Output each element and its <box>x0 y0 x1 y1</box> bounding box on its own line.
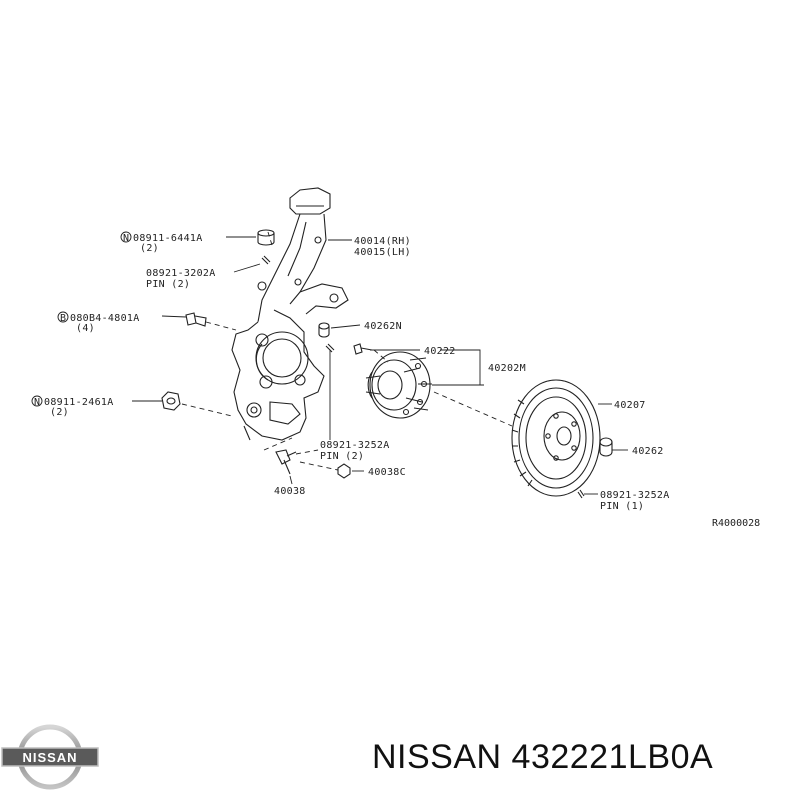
label-40207: 40207 <box>614 400 646 411</box>
svg-text:08921-3252A: 08921-3252A <box>600 490 670 501</box>
label-08921-3202A: 08921-3202A PIN (2) <box>146 268 216 290</box>
svg-text:(2): (2) <box>50 407 69 418</box>
svg-text:08911-2461A: 08911-2461A <box>44 397 114 408</box>
label-08921-3252A: 08921-3252A PIN (2) <box>320 440 390 462</box>
svg-text:08911-6441A: 08911-6441A <box>133 233 203 244</box>
label-080B4-4801A: B 080B4-4801A (4) <box>57 311 140 334</box>
reference-code: R4000028 <box>712 518 760 529</box>
svg-text:B: B <box>60 313 66 324</box>
dashed-leaders <box>181 231 513 471</box>
part-number-caption: NISSAN 432221LB0A <box>372 738 714 776</box>
label-40038: 40038 <box>274 486 306 497</box>
svg-text:(4): (4) <box>76 323 95 334</box>
pin-08921-3252A <box>325 343 335 353</box>
svg-text:N: N <box>34 397 40 408</box>
stud-40222 <box>353 343 373 355</box>
svg-text:08921-3202A: 08921-3202A <box>146 268 216 279</box>
bushing-08911-6441A <box>257 229 275 246</box>
steering-knuckle <box>231 187 349 441</box>
label-40038C: 40038C <box>368 467 406 478</box>
label-08911-2461A: N 08911-2461A (2) <box>31 395 114 418</box>
svg-text:40222: 40222 <box>424 346 456 357</box>
svg-text:40038: 40038 <box>274 486 306 497</box>
svg-text:40015(LH): 40015(LH) <box>354 247 411 258</box>
svg-text:PIN (2): PIN (2) <box>146 279 190 290</box>
svg-text:PIN (2): PIN (2) <box>320 451 364 462</box>
label-08911-6441A: N 08911-6441A (2) <box>120 231 203 254</box>
label-40202M: 40202M <box>488 363 526 374</box>
svg-text:40207: 40207 <box>614 400 646 411</box>
svg-text:N: N <box>123 233 129 244</box>
bolt-080B4-4801A <box>185 312 207 327</box>
svg-text:08921-3252A: 08921-3252A <box>320 440 390 451</box>
leader-lines <box>132 236 628 495</box>
brake-rotor <box>511 379 601 497</box>
bushing-40262 <box>599 437 613 457</box>
callout-labels: N 08911-6441A (2) 40014(RH) 40015(LH) 08… <box>31 231 760 529</box>
svg-text:40202M: 40202M <box>488 363 526 374</box>
label-40262: 40262 <box>632 446 664 457</box>
pin-08921-3252A-rotor <box>577 489 585 499</box>
nut-08911-2461A <box>161 391 181 411</box>
bushing-40262N <box>318 322 330 338</box>
svg-text:NISSAN: NISSAN <box>22 750 77 765</box>
svg-text:40262: 40262 <box>632 446 664 457</box>
nut-40038C <box>337 463 351 479</box>
bolt-40038 <box>275 449 297 475</box>
label-40262N: 40262N <box>364 321 402 332</box>
svg-text:PIN (1): PIN (1) <box>600 501 644 512</box>
label-40222: 40222 <box>424 346 456 357</box>
svg-text:40038C: 40038C <box>368 467 406 478</box>
wheel-hub <box>365 351 432 419</box>
label-40014-40015: 40014(RH) 40015(LH) <box>354 236 411 258</box>
svg-text:40014(RH): 40014(RH) <box>354 236 411 247</box>
svg-text:40262N: 40262N <box>364 321 402 332</box>
svg-text:080B4-4801A: 080B4-4801A <box>70 313 140 324</box>
label-08921-3252A-pin1: 08921-3252A PIN (1) <box>600 490 670 512</box>
svg-text:(2): (2) <box>140 243 159 254</box>
pin-08921-3202A <box>261 255 271 265</box>
nissan-logo: NISSAN <box>1 724 99 790</box>
